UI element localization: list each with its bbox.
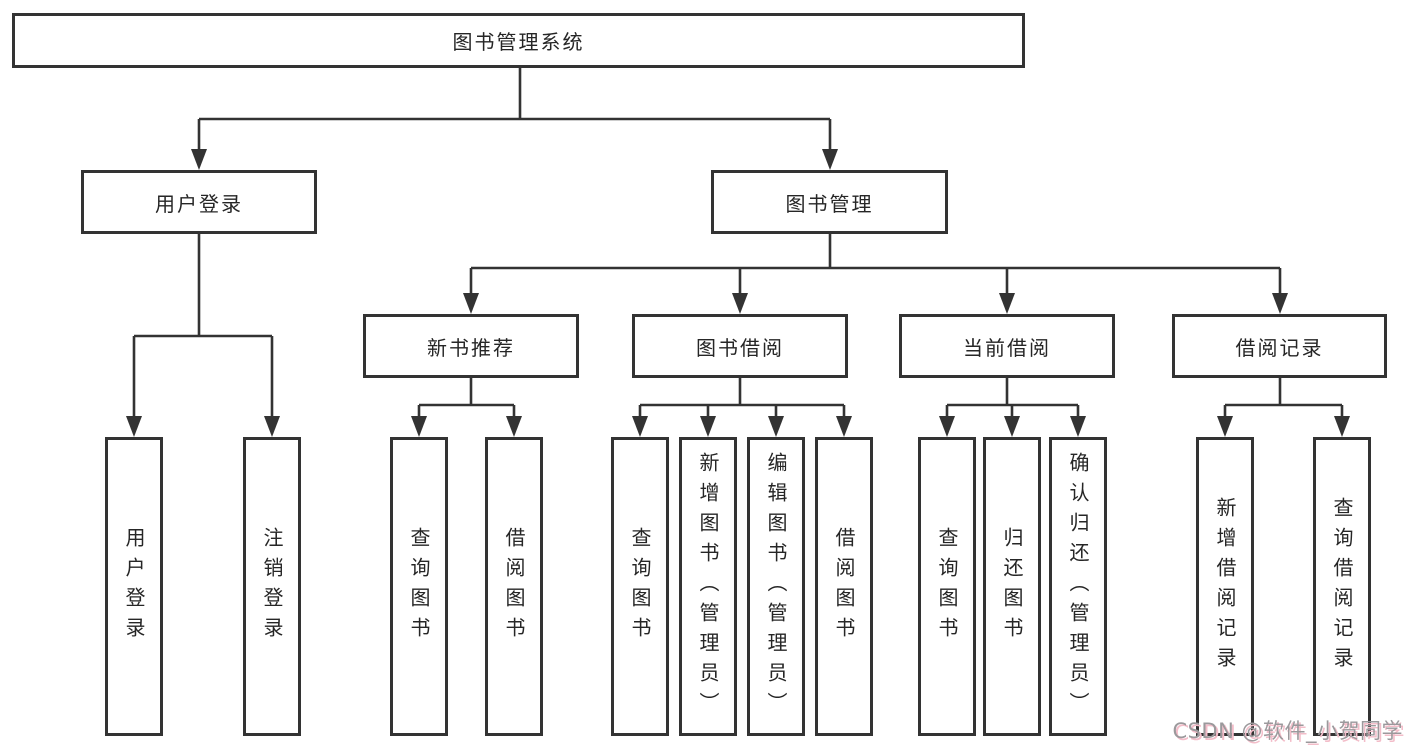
leaf-return-book: 归还图书 <box>983 437 1041 736</box>
node-label: 借阅记录 <box>1235 335 1324 360</box>
node-book-borrow: 图书借阅 <box>632 314 848 378</box>
leaf-label: 归还图书 <box>1000 526 1024 647</box>
node-current-borrow: 当前借阅 <box>899 314 1115 378</box>
node-label: 图书管理 <box>785 191 874 216</box>
leaf-label: 确认归还（管理员） <box>1066 451 1090 722</box>
node-label: 当前借阅 <box>963 335 1051 360</box>
leaf-query-books-current: 查询图书 <box>918 437 976 736</box>
leaf-label: 用户登录 <box>122 526 146 647</box>
node-label: 图书管理系统 <box>452 30 585 54</box>
leaf-confirm-return-admin: 确认归还（管理员） <box>1049 437 1107 736</box>
leaf-add-book-admin: 新增图书（管理员） <box>679 437 737 736</box>
node-new-book-recommend: 新书推荐 <box>363 314 579 378</box>
leaf-label: 新增借阅记录 <box>1213 496 1237 677</box>
leaf-query-books-recommend: 查询图书 <box>390 437 448 736</box>
leaf-borrow-books: 借阅图书 <box>815 437 873 736</box>
csdn-watermark: CSDN @软件_小贺同学 <box>1172 719 1403 743</box>
leaf-label: 查询图书 <box>628 526 652 647</box>
leaf-query-borrow-record: 查询借阅记录 <box>1313 437 1371 736</box>
leaf-query-books-borrow: 查询图书 <box>611 437 669 736</box>
leaf-add-borrow-record: 新增借阅记录 <box>1196 437 1254 736</box>
node-label: 用户登录 <box>155 191 243 216</box>
leaf-edit-book-admin: 编辑图书（管理员） <box>747 437 805 736</box>
node-borrow-record: 借阅记录 <box>1172 314 1387 378</box>
leaf-borrow-books-recommend: 借阅图书 <box>485 437 543 736</box>
node-book-manage: 图书管理 <box>711 170 948 234</box>
arrowheads <box>126 149 1350 437</box>
leaf-label: 新增图书（管理员） <box>696 451 720 722</box>
node-user-login: 用户登录 <box>81 170 317 234</box>
leaf-label: 借阅图书 <box>502 526 526 647</box>
leaf-label: 查询图书 <box>935 526 959 647</box>
node-label: 新书推荐 <box>427 335 515 360</box>
node-label: 图书借阅 <box>696 335 784 360</box>
leaf-label: 查询借阅记录 <box>1330 496 1354 677</box>
leaf-label: 借阅图书 <box>832 526 856 647</box>
leaf-label: 查询图书 <box>407 526 431 647</box>
leaf-label: 注销登录 <box>260 526 284 647</box>
leaf-label: 编辑图书（管理员） <box>764 451 788 722</box>
leaf-user-login: 用户登录 <box>105 437 163 736</box>
node-root: 图书管理系统 <box>12 13 1025 68</box>
leaf-logout: 注销登录 <box>243 437 301 736</box>
